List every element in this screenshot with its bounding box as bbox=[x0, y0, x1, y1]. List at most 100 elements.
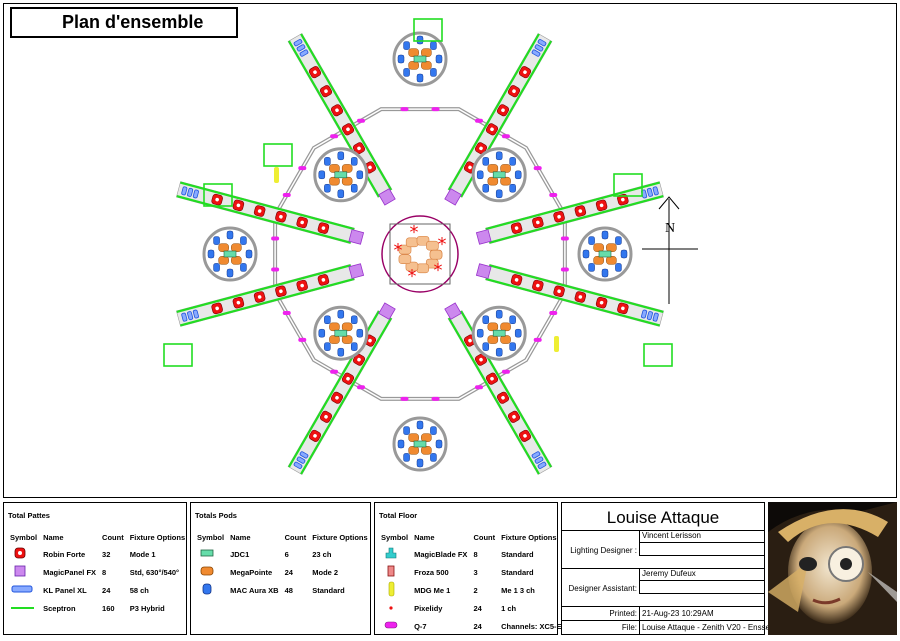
legend-count: 2 bbox=[473, 585, 478, 595]
robin-lens bbox=[536, 283, 540, 288]
mac-aura-xb-fixture bbox=[226, 268, 234, 278]
legend-name: MagicPanel FX bbox=[43, 567, 97, 577]
robin-forte-icon bbox=[7, 545, 40, 563]
compass-arrow bbox=[658, 196, 680, 210]
printed-label: Printed: bbox=[609, 609, 637, 618]
pixelidy-star: * bbox=[434, 260, 443, 281]
mac-aura-xb-fixture bbox=[397, 54, 405, 64]
kl-panel-fixture bbox=[652, 186, 659, 196]
mac-aura-xb-fixture bbox=[601, 268, 609, 278]
megapointe-fixture bbox=[341, 322, 353, 332]
kl-panel-fixture bbox=[293, 461, 303, 469]
robin-lens bbox=[368, 165, 372, 170]
q7-fixture bbox=[533, 166, 542, 171]
legend-options: 58 ch bbox=[129, 585, 149, 595]
pixelidy-icon bbox=[378, 599, 411, 617]
megapointe-fixture bbox=[218, 243, 229, 252]
floor-platform bbox=[203, 183, 233, 207]
magicpanel-fixture bbox=[378, 188, 396, 206]
robin-lens bbox=[514, 278, 519, 282]
legend-name: JDC1 bbox=[230, 549, 250, 559]
q7-fixture bbox=[400, 396, 409, 401]
megapointe-fixture bbox=[329, 335, 340, 344]
lighting-designer-blank bbox=[639, 543, 764, 556]
lighting-pod bbox=[202, 226, 258, 282]
magicpanel-fixture bbox=[378, 302, 396, 320]
pixelidy-star: * bbox=[410, 222, 419, 243]
legend-options: Mode 1 bbox=[129, 549, 156, 559]
legend-title: Total Pattes bbox=[8, 511, 50, 520]
magicpanel-fixture bbox=[475, 263, 492, 279]
megapointe-fixture bbox=[421, 433, 432, 442]
mac-aura-xb-fixture bbox=[509, 183, 516, 193]
mac-aura-xb-fixture bbox=[615, 263, 622, 272]
megapointe-fixture bbox=[500, 335, 511, 344]
centre-fixture bbox=[398, 244, 412, 255]
legend-table: Symbol Name Count Fixture Options JDC1 6… bbox=[194, 529, 371, 599]
header-count: Count bbox=[102, 532, 124, 542]
kl-panel-fixture bbox=[646, 311, 653, 321]
legend-count: 48 bbox=[284, 585, 293, 595]
megapointe-fixture bbox=[421, 61, 432, 70]
mac-aura-xb-fixture bbox=[337, 347, 345, 357]
robin-lens bbox=[321, 278, 326, 282]
mac-aura-xb-fixture bbox=[337, 189, 345, 199]
mac-aura-xb-fixture bbox=[403, 41, 410, 50]
robin-lens bbox=[512, 89, 516, 93]
header-count: Count bbox=[473, 532, 496, 542]
legend-options: Std, 630°/540° bbox=[129, 567, 180, 577]
legend-options: P3 Hybrid bbox=[129, 603, 165, 613]
mac-aura-xb-fixture bbox=[416, 35, 424, 45]
megapointe-fixture bbox=[606, 243, 617, 252]
mac-aura-xb-fixture bbox=[509, 157, 516, 166]
sceptron-line bbox=[489, 264, 664, 314]
kl-panel-fixture bbox=[646, 187, 653, 197]
q7-fixture bbox=[560, 267, 569, 272]
centre-fixture bbox=[398, 254, 412, 264]
robin-lens bbox=[501, 395, 505, 400]
legend-name: Sceptron bbox=[43, 603, 76, 613]
megapointe-fixture bbox=[593, 256, 604, 265]
magicpanel-fixture bbox=[348, 229, 365, 245]
kl-panel-fixture bbox=[534, 456, 544, 464]
mac-aura-xb-fixture bbox=[509, 315, 516, 325]
lighting-pod bbox=[471, 305, 527, 361]
legend-name: KL Panel XL bbox=[43, 585, 87, 595]
robin-lens bbox=[523, 70, 527, 74]
megapointe-fixture bbox=[500, 176, 511, 186]
page-title: Plan d'ensemble bbox=[10, 7, 238, 38]
header-symbol: Symbol bbox=[10, 532, 38, 542]
mac-aura-xb-fixture bbox=[318, 328, 326, 338]
mac-aura-xb-fixture bbox=[588, 263, 595, 272]
legend-options: Standard bbox=[501, 549, 534, 559]
megapointe-fixture bbox=[329, 164, 340, 173]
jdc1-fixture bbox=[492, 171, 506, 179]
robin-lens bbox=[257, 209, 262, 213]
q7-fixture bbox=[549, 193, 558, 198]
mac-aura-xb-fixture bbox=[435, 439, 443, 449]
mac-aura-xb-fixture bbox=[356, 170, 364, 180]
truss-arm bbox=[475, 263, 664, 327]
header-symbol: Symbol bbox=[381, 532, 409, 542]
robin-lens bbox=[324, 415, 328, 419]
legend-options: Mode 2 bbox=[312, 567, 339, 577]
mac-aura-xb-fixture bbox=[403, 426, 410, 435]
jdc1-fixture bbox=[334, 171, 348, 179]
mac-aura-xb-fixture bbox=[495, 189, 503, 199]
floor-platform bbox=[163, 343, 193, 367]
kl-panel-fixture bbox=[534, 44, 544, 52]
truss-arm bbox=[176, 263, 365, 327]
megapointe-fixture bbox=[500, 164, 511, 173]
mac-aura-xb-fixture bbox=[430, 453, 437, 462]
legend-count: 24 bbox=[473, 603, 482, 613]
legend-title: Total Floor bbox=[379, 511, 418, 520]
robin-lens bbox=[468, 338, 472, 343]
megapointe-fixture bbox=[231, 256, 242, 265]
legend-row: KL Panel XL 24 58 ch bbox=[7, 581, 188, 599]
legend-count: 160 bbox=[102, 603, 115, 613]
sceptron-line bbox=[485, 181, 660, 231]
kl-panel-fixture bbox=[296, 456, 306, 464]
robin-lens bbox=[514, 226, 519, 230]
mac-aura-xb-fixture bbox=[601, 230, 609, 240]
legend-header-row: Symbol Name Count Fixture Options bbox=[194, 529, 371, 545]
